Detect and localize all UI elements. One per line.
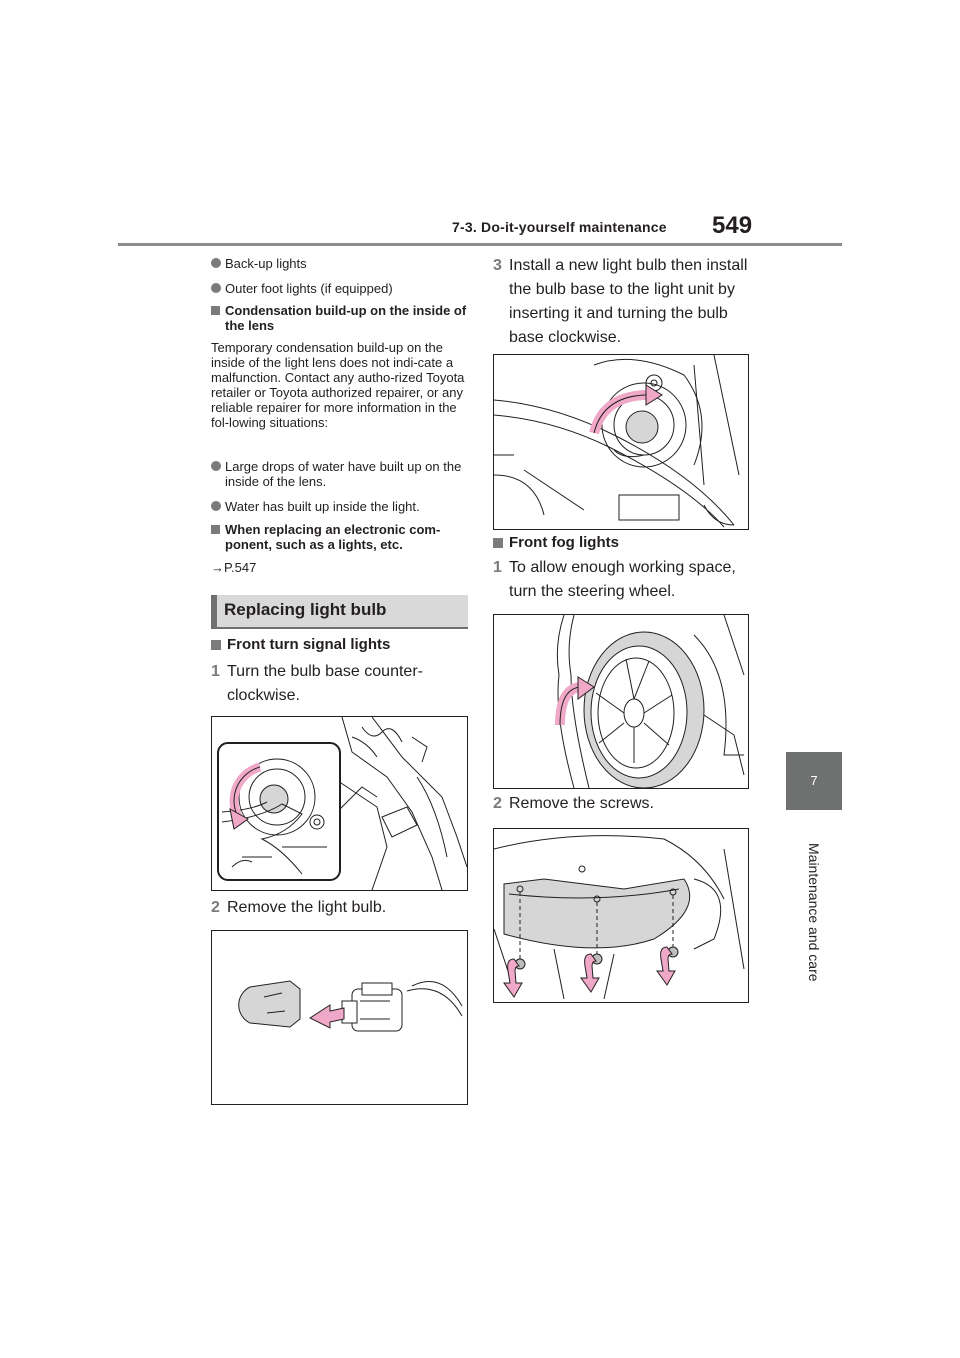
step-2: 2 Remove the light bulb. (211, 899, 387, 916)
condensation-body: Temporary condensation build-up on the i… (211, 340, 465, 430)
square-bullet-icon (211, 306, 220, 315)
condensation-heading: Condensation build-up on the inside of t… (211, 303, 469, 335)
running-header-section: 7-3. Do-it-yourself maintenance (452, 219, 667, 235)
step-3: 3 Install a new light bulb then install … (493, 257, 748, 346)
turn-signal-heading: Front turn signal lights (211, 636, 469, 656)
page-number: 549 (712, 212, 753, 239)
section-banner: Replacing light bulb (211, 595, 468, 629)
figure-turn-bulb-counterclockwise (211, 716, 468, 891)
bullet-item: Water has built up inside the light. (211, 499, 469, 515)
figure-remove-light-bulb (211, 930, 468, 1105)
fog-lights-heading: Front fog lights (493, 534, 751, 554)
bullet-item: Outer foot lights (if equipped) (211, 281, 469, 297)
bullet-item: Large drops of water have built up on th… (211, 459, 469, 491)
figure-install-bulb-clockwise (493, 354, 749, 530)
bullet-dot-icon (211, 501, 221, 511)
page-reference-link[interactable]: →P.547 (211, 560, 257, 575)
bullet-dot-icon (211, 258, 221, 268)
electronic-heading: When replacing an electronic com-ponent,… (211, 522, 469, 554)
square-bullet-icon (211, 640, 221, 650)
step-1: 1 Turn the bulb base counter-clockwise. (211, 663, 423, 704)
bullet-item: Back-up lights (211, 256, 469, 272)
chapter-tab: 7 (786, 752, 842, 810)
chapter-title: Maintenance and care (806, 843, 822, 982)
figure-remove-screws (493, 828, 749, 1003)
fog-step-2: 2 Remove the screws. (493, 795, 654, 812)
fog-step-1: 1 To allow enough working space, turn th… (493, 559, 736, 600)
header-rule (118, 243, 842, 246)
square-bullet-icon (211, 525, 220, 534)
bullet-dot-icon (211, 283, 221, 293)
bullet-dot-icon (211, 461, 221, 471)
section-banner-title: Replacing light bulb (224, 600, 387, 619)
figure-turn-steering-wheel (493, 614, 749, 789)
square-bullet-icon (493, 538, 503, 548)
